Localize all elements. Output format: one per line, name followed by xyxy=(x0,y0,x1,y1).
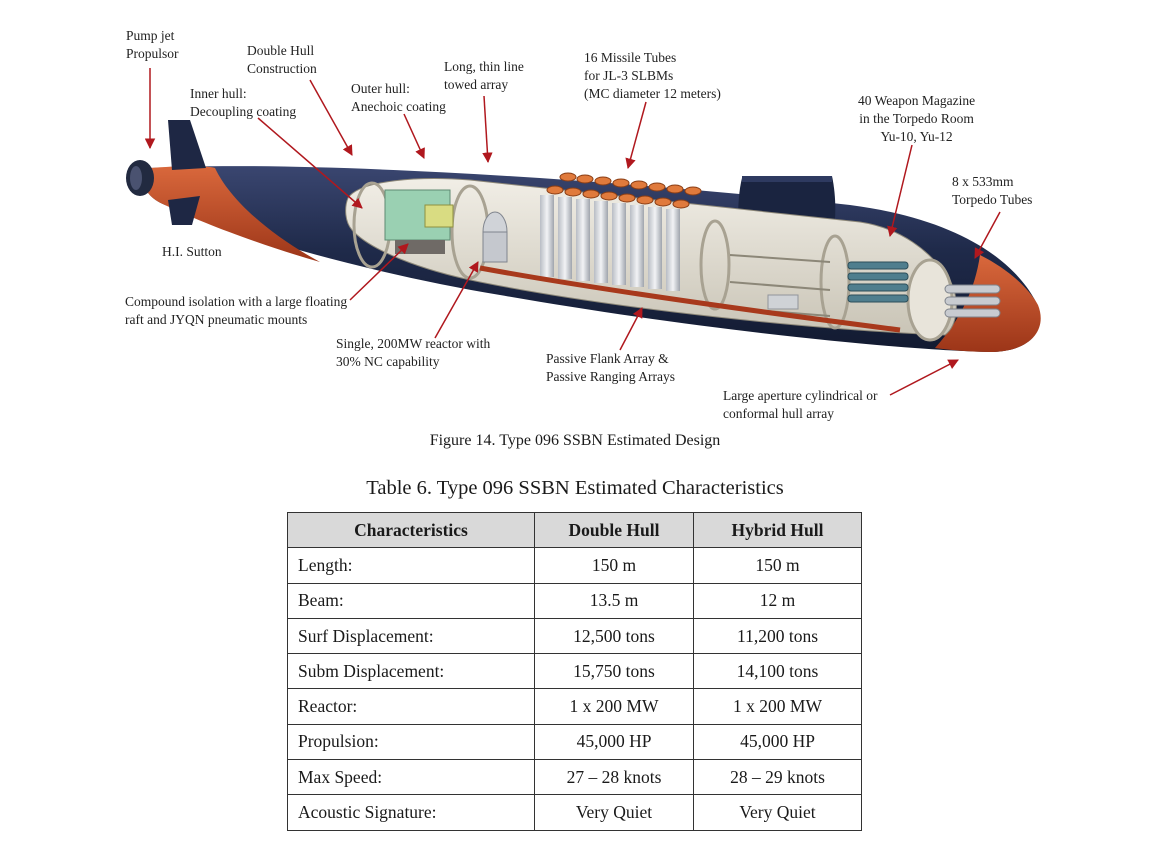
row-label: Reactor: xyxy=(287,688,535,725)
table-header-row: Characteristics Double Hull Hybrid Hull xyxy=(287,511,862,549)
row-label: Subm Displacement: xyxy=(287,653,535,690)
hybrid-hull-value: 11,200 tons xyxy=(693,617,862,655)
header-characteristics: Characteristics xyxy=(287,511,535,549)
hybrid-hull-value: 150 m xyxy=(693,547,862,584)
header-hybrid-hull: Hybrid Hull xyxy=(693,511,862,549)
torpedo-tubes xyxy=(944,284,1001,318)
double-hull-value: 150 m xyxy=(534,547,694,584)
row-label: Propulsion: xyxy=(287,723,535,761)
table-row: Reactor: 1 x 200 MW 1 x 200 MW xyxy=(287,688,862,725)
flank-array-strip xyxy=(479,265,901,333)
header-double-hull: Double Hull xyxy=(534,511,694,549)
label-isolation: Compound isolation with a large floating… xyxy=(125,294,348,327)
row-label: Max Speed: xyxy=(287,759,535,796)
upper-fin xyxy=(168,120,206,170)
stern-red-section xyxy=(143,166,320,262)
label-outer-hull: Outer hull:Anechoic coating xyxy=(351,81,446,114)
missile-tubes xyxy=(540,195,680,291)
label-flank-array: Passive Flank Array &Passive Ranging Arr… xyxy=(546,351,675,384)
table-row: Propulsion: 45,000 HP 45,000 HP xyxy=(287,723,862,761)
figure-caption: Figure 14. Type 096 SSBN Estimated Desig… xyxy=(429,432,721,449)
table-row: Surf Displacement: 12,500 tons 11,200 to… xyxy=(287,617,862,655)
hybrid-hull-value: 14,100 tons xyxy=(693,653,862,690)
characteristics-table: Characteristics Double Hull Hybrid Hull … xyxy=(287,511,862,831)
table-row: Beam: 13.5 m 12 m xyxy=(287,582,862,619)
annotation-arrows xyxy=(144,68,1001,396)
hybrid-hull-value: 28 – 29 knots xyxy=(693,759,862,796)
lower-fin xyxy=(168,196,200,225)
row-label: Beam: xyxy=(287,582,535,619)
table-row: Max Speed: 27 – 28 knots 28 – 29 knots xyxy=(287,759,862,796)
hybrid-hull-value: 45,000 HP xyxy=(693,723,862,761)
double-hull-value: 1 x 200 MW xyxy=(534,688,694,725)
row-label: Length: xyxy=(287,547,535,584)
hybrid-hull-value: 1 x 200 MW xyxy=(693,688,862,725)
row-label: Acoustic Signature: xyxy=(287,794,535,831)
double-hull-value: 15,750 tons xyxy=(534,653,694,690)
label-artist-credit: H.I. Sutton xyxy=(162,244,222,259)
table-row: Subm Displacement: 15,750 tons 14,100 to… xyxy=(287,653,862,690)
double-hull-value: 27 – 28 knots xyxy=(534,759,694,796)
table-row: Length: 150 m 150 m xyxy=(287,547,862,584)
hybrid-hull-value: Very Quiet xyxy=(693,794,862,831)
double-hull-value: 12,500 tons xyxy=(534,617,694,655)
weapon-magazine xyxy=(847,261,909,303)
label-inner-hull: Inner hull:Decoupling coating xyxy=(190,86,297,119)
table-title: Table 6. Type 096 SSBN Estimated Charact… xyxy=(366,477,784,499)
table-row: Acoustic Signature: Very Quiet Very Quie… xyxy=(287,794,862,831)
double-hull-value: Very Quiet xyxy=(534,794,694,831)
missile-tube-caps xyxy=(546,172,702,209)
double-hull-value: 45,000 HP xyxy=(534,723,694,761)
row-label: Surf Displacement: xyxy=(287,617,535,655)
double-hull-value: 13.5 m xyxy=(534,582,694,619)
hybrid-hull-value: 12 m xyxy=(693,582,862,619)
submarine-cutaway-illustration xyxy=(126,68,1041,396)
